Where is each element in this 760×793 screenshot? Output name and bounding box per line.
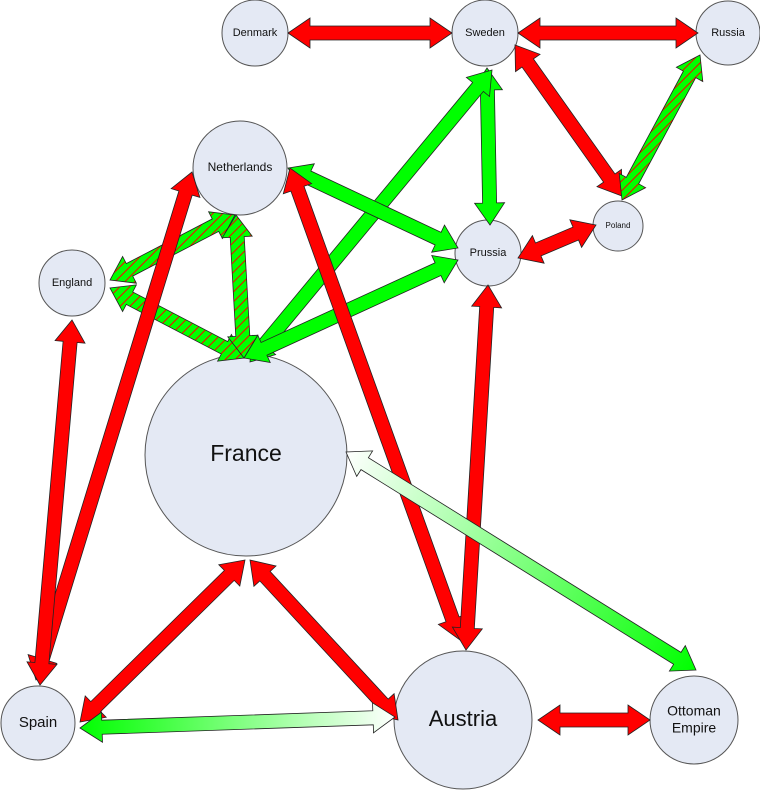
relation-arrow-england-spain: [26, 319, 86, 686]
node-poland: Poland: [592, 200, 644, 252]
node-england: England: [38, 249, 106, 317]
node-label: Russia: [711, 27, 746, 39]
relation-arrow-denmark-sweden: [287, 17, 453, 49]
node-label: Sweden: [465, 27, 505, 39]
relation-arrow-russia-poland: [618, 54, 704, 201]
node-circle: [0, 685, 76, 761]
node-circle: [192, 120, 288, 216]
node-prussia: Prussia: [454, 219, 522, 287]
node-label: Prussia: [470, 247, 508, 259]
relation-arrow-sweden-russia: [517, 17, 699, 49]
relation-arrow-poland-prussia: [517, 219, 597, 264]
node-label: Poland: [606, 221, 631, 230]
node-france: France: [144, 353, 348, 557]
node-label: England: [52, 277, 92, 289]
relation-arrow-france-austria: [249, 559, 399, 721]
node-spain: Spain: [0, 685, 76, 761]
relation-arrow-prussia-austria: [451, 284, 503, 651]
relation-arrow-france-ottoman: [345, 450, 697, 672]
node-label: Denmark: [233, 27, 278, 39]
node-russia: Russia: [695, 0, 760, 66]
node-austria: Austria: [393, 650, 533, 790]
relation-arrow-sweden-france: [249, 69, 493, 363]
relation-arrow-netherlands-spain: [27, 171, 201, 681]
relation-arrow-france-spain: [79, 559, 246, 723]
node-label: France: [210, 440, 282, 466]
node-label: Spain: [19, 714, 57, 731]
relation-arrow-spain-austria: [79, 702, 396, 743]
relation-arrow-sweden-poland: [514, 44, 623, 197]
node-label: Netherlands: [208, 160, 273, 174]
node-denmark: Denmark: [221, 0, 289, 67]
node-sweden: Sweden: [451, 0, 519, 67]
relation-arrow-austria-ottoman: [537, 704, 651, 736]
node-circle: [38, 249, 106, 317]
node-netherlands: Netherlands: [192, 120, 288, 216]
node-label: Austria: [429, 706, 498, 731]
relation-arrow-netherlands-france: [221, 214, 259, 359]
node-circle: [393, 650, 533, 790]
